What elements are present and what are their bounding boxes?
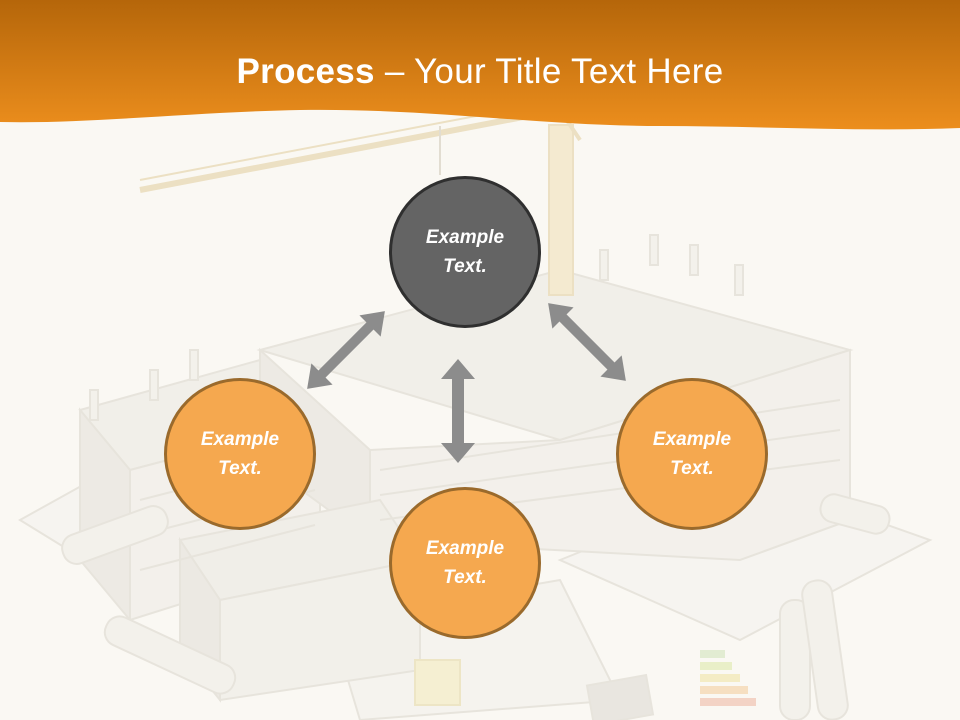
arrow-top-right <box>548 303 626 381</box>
title-rest: Your Title Text Here <box>414 52 724 91</box>
node-right-text: Example Text. <box>652 429 732 479</box>
node-bottom-text: Example Text. <box>425 538 505 588</box>
title-dash: – <box>374 52 414 91</box>
node-right: Example Text. <box>616 378 768 530</box>
node-bottom: Example Text. <box>389 487 541 639</box>
node-left: Example Text. <box>164 378 316 530</box>
connector-arrows <box>307 303 626 463</box>
node-top-text: Example Text. <box>425 227 505 277</box>
header-band <box>0 0 960 130</box>
slide-title: Process – Your Title Text Here <box>0 52 960 92</box>
arrow-top-bottom <box>441 359 475 463</box>
node-left-text: Example Text. <box>200 429 280 479</box>
title-bold: Process <box>236 52 375 91</box>
arrow-top-left <box>307 311 385 389</box>
node-top: Example Text. <box>389 176 541 328</box>
